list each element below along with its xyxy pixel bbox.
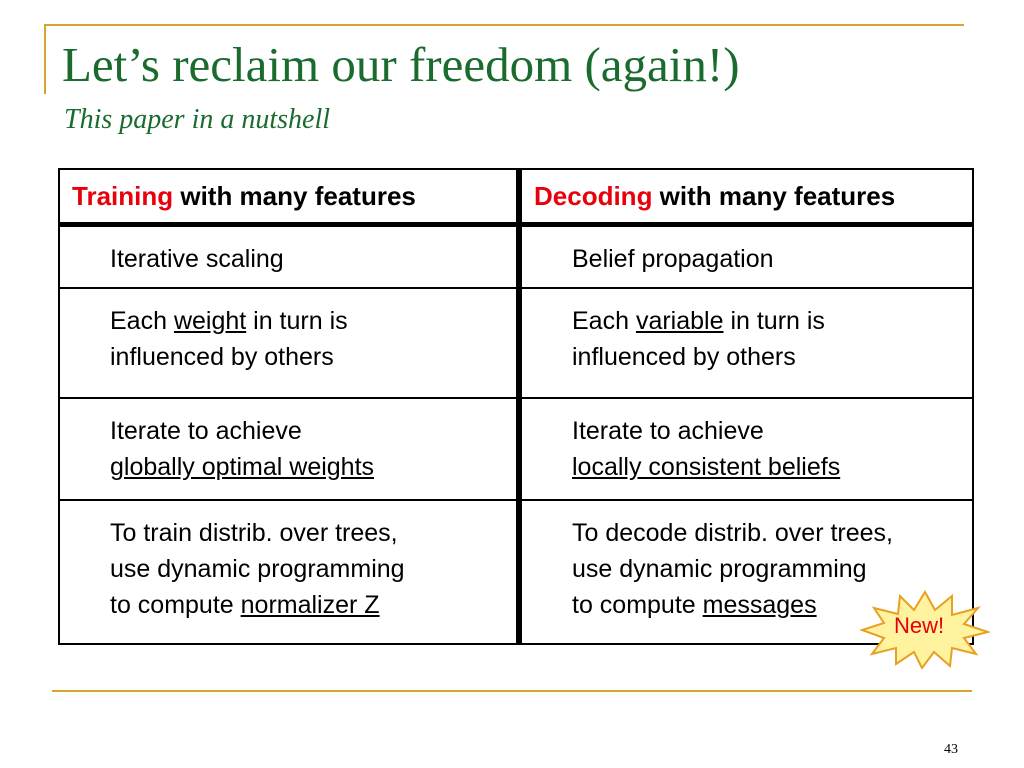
left-rule bbox=[44, 24, 46, 94]
cell-text: use dynamic programming bbox=[572, 555, 867, 583]
slide-title: Let’s reclaim our freedom (again!) bbox=[62, 37, 740, 92]
slide-subtitle: This paper in a nutshell bbox=[64, 104, 331, 135]
new-starburst-icon bbox=[860, 590, 990, 670]
cell-underlined-text: locally consistent beliefs bbox=[572, 453, 841, 481]
decoding-header: Decoding with many features bbox=[518, 168, 974, 227]
training-header-keyword: Training bbox=[72, 180, 174, 211]
cell-text: Iterate to achieve bbox=[572, 417, 764, 445]
cell-text: To decode distrib. over trees, bbox=[572, 519, 893, 547]
decoding-header-rest: with many features bbox=[652, 180, 896, 211]
training-header-rest: with many features bbox=[173, 180, 416, 211]
training-cell: Each weight in turn is influenced by othe… bbox=[58, 287, 522, 399]
table-row: Iterate to achieve globally optimal weigh… bbox=[58, 397, 974, 501]
cell-underlined-text: variable bbox=[635, 307, 724, 335]
cell-text: use dynamic programming bbox=[110, 555, 405, 583]
table-row: To train distrib. over trees, use dynamic… bbox=[58, 499, 974, 645]
top-rule bbox=[44, 24, 964, 26]
decoding-cell: Iterate to achieve locally consistent bel… bbox=[518, 397, 974, 501]
cell-text: Belief propagation bbox=[572, 245, 774, 273]
cell-text: in turn is bbox=[246, 307, 348, 335]
comparison-table: Training with many features Decoding wit… bbox=[58, 168, 974, 645]
cell-underlined-text: normalizer Z bbox=[240, 591, 380, 619]
cell-underlined-text: weight bbox=[173, 307, 247, 335]
table-header-row: Training with many features Decoding wit… bbox=[58, 168, 974, 227]
cell-text: Iterative scaling bbox=[110, 245, 284, 273]
cell-text: influenced by others bbox=[572, 343, 796, 371]
bottom-rule bbox=[52, 690, 972, 692]
cell-text: Iterate to achieve bbox=[110, 417, 302, 445]
decoding-cell: Belief propagation bbox=[518, 223, 974, 289]
cell-text: Each bbox=[572, 307, 636, 335]
training-header: Training with many features bbox=[58, 168, 522, 227]
new-badge-label: New! bbox=[894, 613, 945, 638]
training-cell: Iterate to achieve globally optimal weigh… bbox=[58, 397, 522, 501]
cell-text: to compute bbox=[572, 591, 703, 619]
cell-underlined-text: globally optimal weights bbox=[110, 453, 375, 481]
cell-text: Each bbox=[110, 307, 174, 335]
cell-text: to compute bbox=[110, 591, 241, 619]
table-row: Each weight in turn is influenced by othe… bbox=[58, 287, 974, 399]
cell-underlined-text: messages bbox=[702, 591, 817, 619]
decoding-cell: Each variable in turn is influenced by ot… bbox=[518, 287, 974, 399]
cell-text: To train distrib. over trees, bbox=[110, 519, 398, 547]
decoding-header-keyword: Decoding bbox=[534, 180, 653, 211]
training-cell: Iterative scaling bbox=[58, 223, 522, 289]
cell-text: influenced by others bbox=[110, 343, 334, 371]
training-cell: To train distrib. over trees, use dynamic… bbox=[58, 499, 522, 645]
page-number: 43 bbox=[944, 742, 958, 757]
table-row: Iterative scaling Belief propagation bbox=[58, 223, 974, 289]
cell-text: in turn is bbox=[723, 307, 825, 335]
starburst-shape bbox=[860, 590, 990, 670]
